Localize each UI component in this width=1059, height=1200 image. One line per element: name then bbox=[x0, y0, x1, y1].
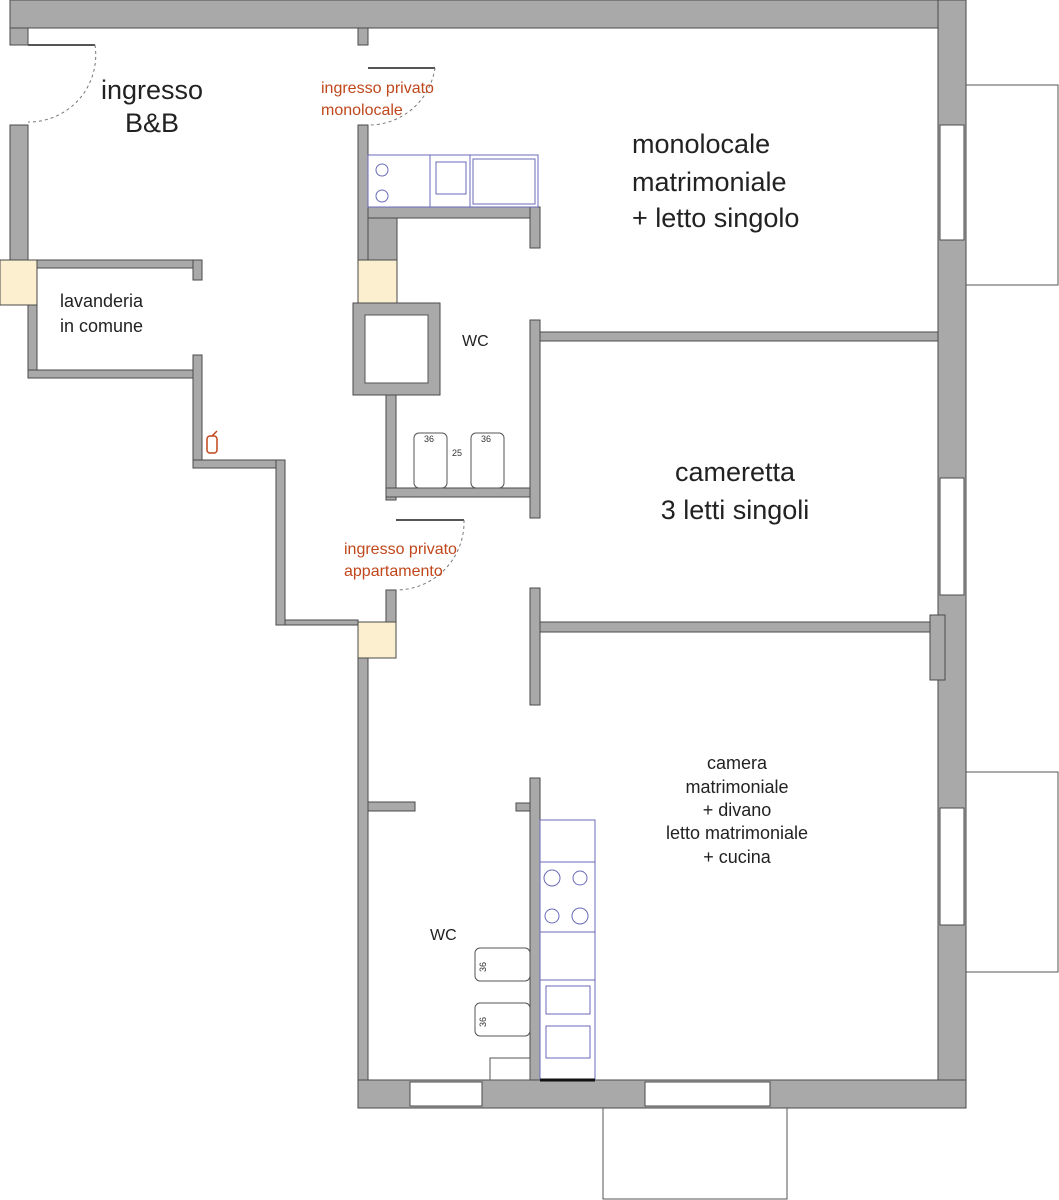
kitchen-bottom bbox=[539, 819, 596, 1082]
fixture-size: 36 bbox=[481, 434, 491, 444]
label-monolocale: + letto singolo bbox=[632, 203, 799, 233]
label-wc: WC bbox=[462, 333, 489, 350]
label-monolocale: matrimoniale bbox=[632, 167, 787, 197]
label-ingresso-appartamento: ingresso privato bbox=[344, 541, 457, 558]
fixture-gap: 25 bbox=[452, 448, 462, 458]
windows bbox=[409, 124, 965, 1107]
label-camera: letto matrimoniale bbox=[666, 823, 808, 843]
label-wc: WC bbox=[430, 927, 457, 944]
extinguisher-icon bbox=[206, 430, 218, 454]
label-lavanderia: in comune bbox=[60, 316, 143, 336]
sanitary-fixtures: 36 25 36 36 36 bbox=[413, 432, 531, 1081]
label-ingresso-monolocale: ingresso privato bbox=[321, 80, 434, 97]
balconies bbox=[602, 84, 1059, 1200]
fixture-size: 36 bbox=[424, 434, 434, 444]
label-camera: + divano bbox=[703, 800, 772, 820]
label-ingresso-bb: B&B bbox=[125, 108, 179, 138]
label-camera: + cucina bbox=[703, 847, 772, 867]
label-ingresso-appartamento: appartamento bbox=[344, 563, 443, 580]
kitchen-top bbox=[367, 154, 539, 208]
label-lavanderia: lavanderia bbox=[60, 291, 144, 311]
fixture-size: 36 bbox=[478, 1017, 488, 1027]
label-camera: camera bbox=[707, 753, 768, 773]
label-ingresso-bb: ingresso bbox=[101, 75, 203, 105]
label-cameretta: 3 letti singoli bbox=[661, 495, 810, 525]
fixture-size: 36 bbox=[478, 962, 488, 972]
label-cameretta: cameretta bbox=[675, 457, 796, 487]
label-ingresso-monolocale: monolocale bbox=[321, 102, 403, 119]
columns bbox=[0, 259, 398, 659]
label-monolocale: monolocale bbox=[632, 129, 770, 159]
label-camera: matrimoniale bbox=[685, 777, 788, 797]
doors bbox=[27, 44, 465, 591]
room-labels: ingresso B&B lavanderia in comune ingres… bbox=[60, 75, 809, 944]
